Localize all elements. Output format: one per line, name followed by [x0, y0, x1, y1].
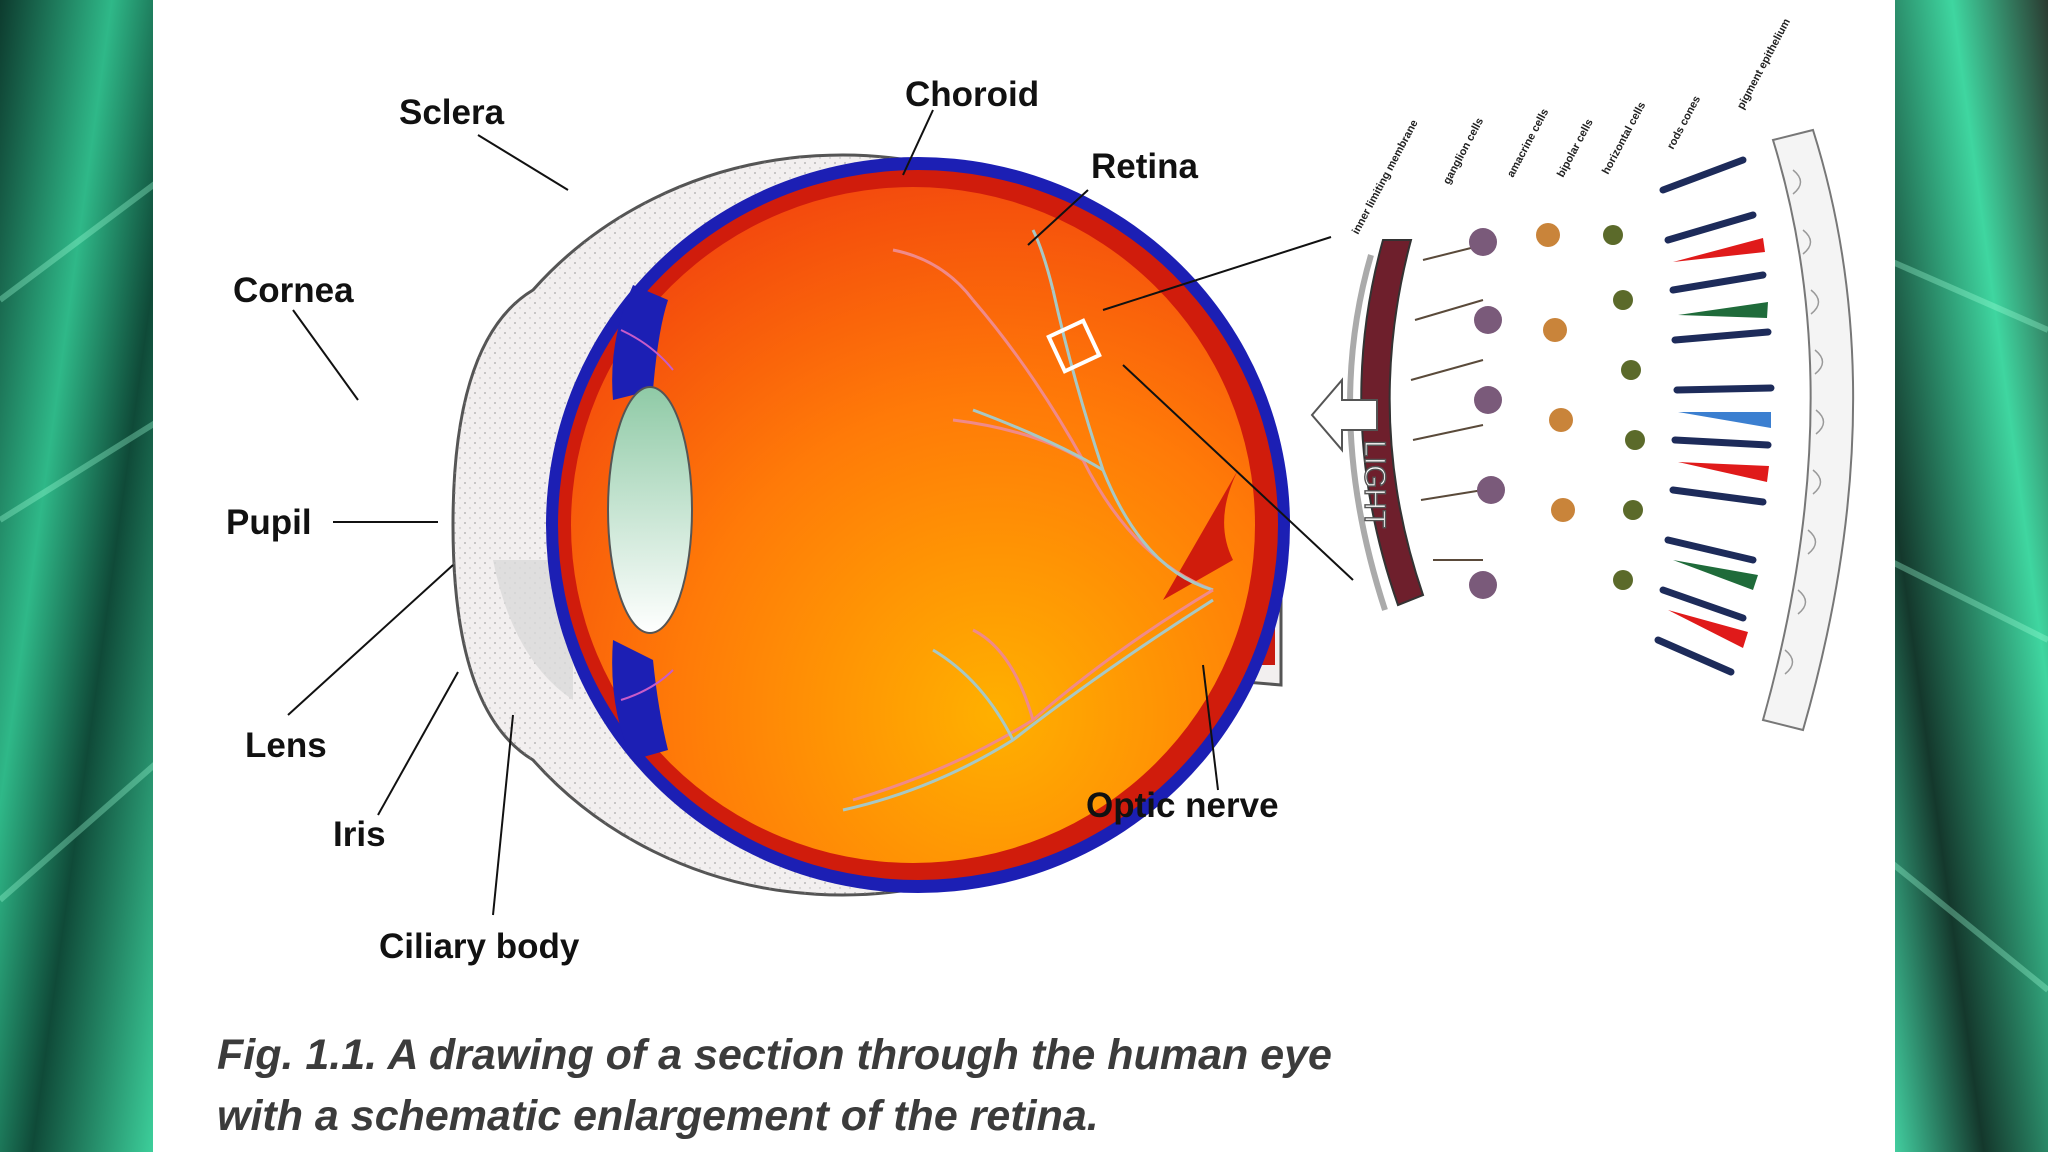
enlargement-box — [1046, 318, 1102, 374]
caption-line-2: with a schematic enlargement of the reti… — [217, 1092, 1099, 1140]
label-cornea: Cornea — [233, 271, 354, 310]
lens — [607, 386, 693, 634]
label-sclera: Sclera — [399, 93, 505, 132]
label-pupil: Pupil — [226, 503, 312, 542]
light-label: LIGHT — [1358, 440, 1391, 528]
layer-label-pigment-epithelium: pigment epithelium — [1735, 17, 1793, 112]
eye-diagram: LIGHT inner limiting membrane ganglion c… — [226, 17, 1855, 966]
leader-lines — [287, 109, 1354, 916]
vitreous-body — [571, 187, 1255, 863]
retina-enlargement: LIGHT inner limiting membrane ganglion c… — [1310, 17, 1855, 732]
light-arrow-icon — [1310, 377, 1378, 453]
label-ciliary-body: Ciliary body — [379, 927, 580, 966]
label-lens: Lens — [245, 726, 327, 765]
figure-caption: Fig. 1.1. A drawing of a section through… — [217, 1025, 1617, 1147]
layer-label-horizontal-cells: horizontal cells — [1600, 100, 1648, 176]
layer-label-amacrine-cells: amacrine cells — [1505, 107, 1551, 180]
label-optic-nerve: Optic nerve — [1086, 786, 1279, 825]
layer-label-bipolar-cells: bipolar cells — [1555, 117, 1596, 179]
label-choroid: Choroid — [905, 75, 1039, 114]
layer-label-rods-cones: rods cones — [1665, 94, 1703, 151]
retinal-vessels — [842, 229, 1214, 812]
label-retina: Retina — [1091, 147, 1199, 186]
iris-ciliary — [612, 285, 674, 760]
caption-line-1: Fig. 1.1. A drawing of a section through… — [217, 1031, 1332, 1079]
label-iris: Iris — [333, 815, 386, 854]
slide-page: LIGHT inner limiting membrane ganglion c… — [153, 0, 1895, 1152]
layer-label-ganglion-cells: ganglion cells — [1441, 116, 1486, 186]
layer-label-inner-limiting-membrane: inner limiting membrane — [1350, 118, 1421, 236]
